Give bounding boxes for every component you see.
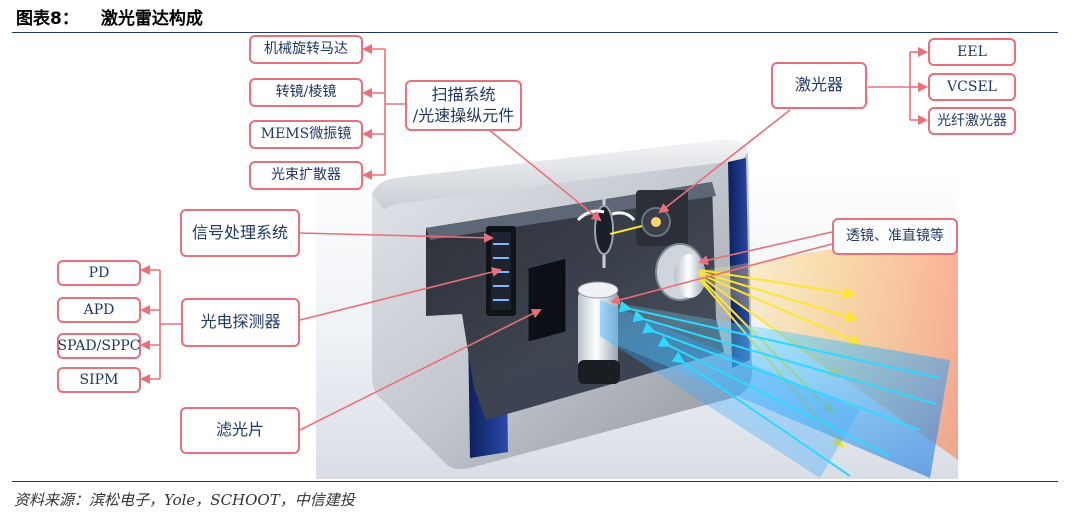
label-signal-processing: 信号处理系统 <box>180 209 300 257</box>
laser-emitter <box>636 190 688 246</box>
label-eel: EEL <box>928 38 1016 66</box>
filter-plate <box>527 257 567 343</box>
signal-board <box>486 226 516 316</box>
laser-connectors <box>658 47 928 214</box>
label-pd: PD <box>57 260 141 286</box>
figure-title: 图表8： 激光雷达构成 <box>16 4 203 29</box>
label-filter: 滤光片 <box>180 407 300 454</box>
scanning-connectors <box>362 44 602 222</box>
filter-connector <box>299 309 542 431</box>
figure-label: 图表8： <box>16 9 79 29</box>
scanning-line1: 扫描系统 <box>431 84 496 104</box>
figure-title-text: 激光雷达构成 <box>100 9 203 29</box>
label-mems-mirror: MEMS微振镜 <box>249 120 363 149</box>
return-beams <box>600 300 950 478</box>
label-laser: 激光器 <box>771 62 867 109</box>
detector-connectors <box>140 265 502 384</box>
label-spad-sppc: SPAD/SPPC <box>57 333 141 359</box>
top-rule <box>12 32 1058 33</box>
label-vcsel: VCSEL <box>928 73 1016 101</box>
internal-beam <box>609 225 643 235</box>
label-sipm: SIPM <box>57 367 141 393</box>
label-fiber-laser: 光纤激光器 <box>928 107 1016 135</box>
label-scanning-system: 扫描系统 /光速操纵元件 <box>405 80 522 131</box>
lens-connectors <box>610 231 833 305</box>
label-photodetector: 光电探测器 <box>181 298 300 347</box>
signal-connector <box>299 232 494 243</box>
label-lens: 透镜、准直镜等 <box>832 218 958 255</box>
source-note: 资料来源：滨松电子，Yole，SCHOOT，中信建投 <box>14 491 355 509</box>
label-beam-diffuser: 光束扩散器 <box>249 161 363 190</box>
scanning-line2: /光速操纵元件 <box>412 105 515 125</box>
label-rotating-mirror-prism: 转镜/棱镜 <box>249 78 363 107</box>
label-mechanical-motor: 机械旋转马达 <box>249 35 363 64</box>
collimating-lens <box>655 243 706 301</box>
label-apd: APD <box>57 297 141 323</box>
bottom-rule <box>12 481 1058 482</box>
